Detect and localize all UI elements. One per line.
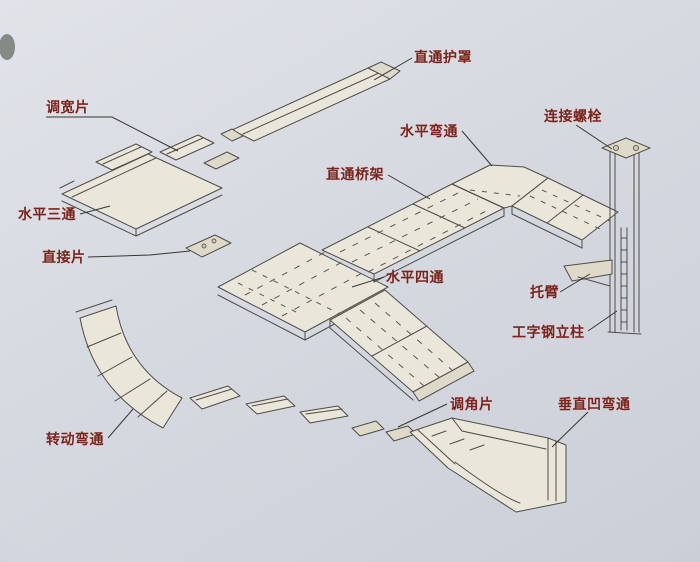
leader-straight-cover	[373, 57, 413, 81]
part-straight-cover	[220, 61, 401, 142]
leader-rotating-bend	[107, 408, 134, 439]
part-right-tray	[511, 177, 619, 249]
leader-bracket-arm	[559, 273, 591, 293]
part-width-adjust-pieces	[95, 134, 240, 171]
leader-horizontal-tee	[79, 205, 111, 215]
leader-horizontal-cross	[351, 276, 385, 288]
label-direct-piece: 直接片	[42, 249, 86, 265]
leader-straight-tray	[387, 174, 431, 200]
part-horizontal-tee	[59, 153, 223, 237]
label-horizontal-tee: 水平三通	[18, 206, 76, 222]
part-angle-adjust-pieces	[351, 420, 417, 442]
leader-horizontal-bend	[461, 130, 493, 167]
part-rotating-bend	[75, 299, 183, 429]
label-width-adjust-piece: 调宽片	[46, 99, 90, 115]
labels: 直通护罩 调宽片 水平弯通 连接螺栓 直通桥架 水平三通 直接片 水平四通 托臂…	[18, 49, 631, 447]
connecting-bolt-head	[633, 144, 640, 151]
part-bracket-arm	[563, 259, 613, 287]
leader-lines	[46, 57, 618, 448]
leader-vertical-concave-bend	[551, 411, 589, 448]
label-bracket-arm: 托臂	[530, 284, 559, 300]
part-direct-connector	[185, 234, 232, 258]
leader-connecting-bolt	[575, 124, 613, 150]
label-vertical-concave-bend: 垂直凹弯通	[558, 396, 631, 412]
leader-ibeam-column	[587, 310, 618, 332]
part-segment-chain	[189, 385, 349, 424]
leader-width-adjust	[46, 116, 179, 152]
leader-direct-piece	[87, 250, 191, 258]
label-rotating-bend: 转动弯通	[46, 431, 104, 447]
label-angle-adjust-piece: 调角片	[450, 396, 494, 412]
part-ibeam-column	[601, 137, 651, 335]
label-straight-cover: 直通护罩	[414, 49, 472, 65]
label-ibeam-column: 工字钢立柱	[512, 324, 585, 340]
part-vertical-concave-bend	[409, 417, 567, 513]
paper-smudge	[0, 34, 15, 60]
part-descending-tray	[329, 289, 475, 402]
connecting-bolt-head	[613, 144, 620, 151]
label-connecting-bolt: 连接螺栓	[544, 108, 602, 124]
label-horizontal-bend: 水平弯通	[400, 123, 458, 139]
label-horizontal-cross: 水平四通	[386, 269, 444, 285]
label-straight-tray: 直通桥架	[326, 166, 384, 182]
leader-angle-adjust	[397, 403, 448, 428]
